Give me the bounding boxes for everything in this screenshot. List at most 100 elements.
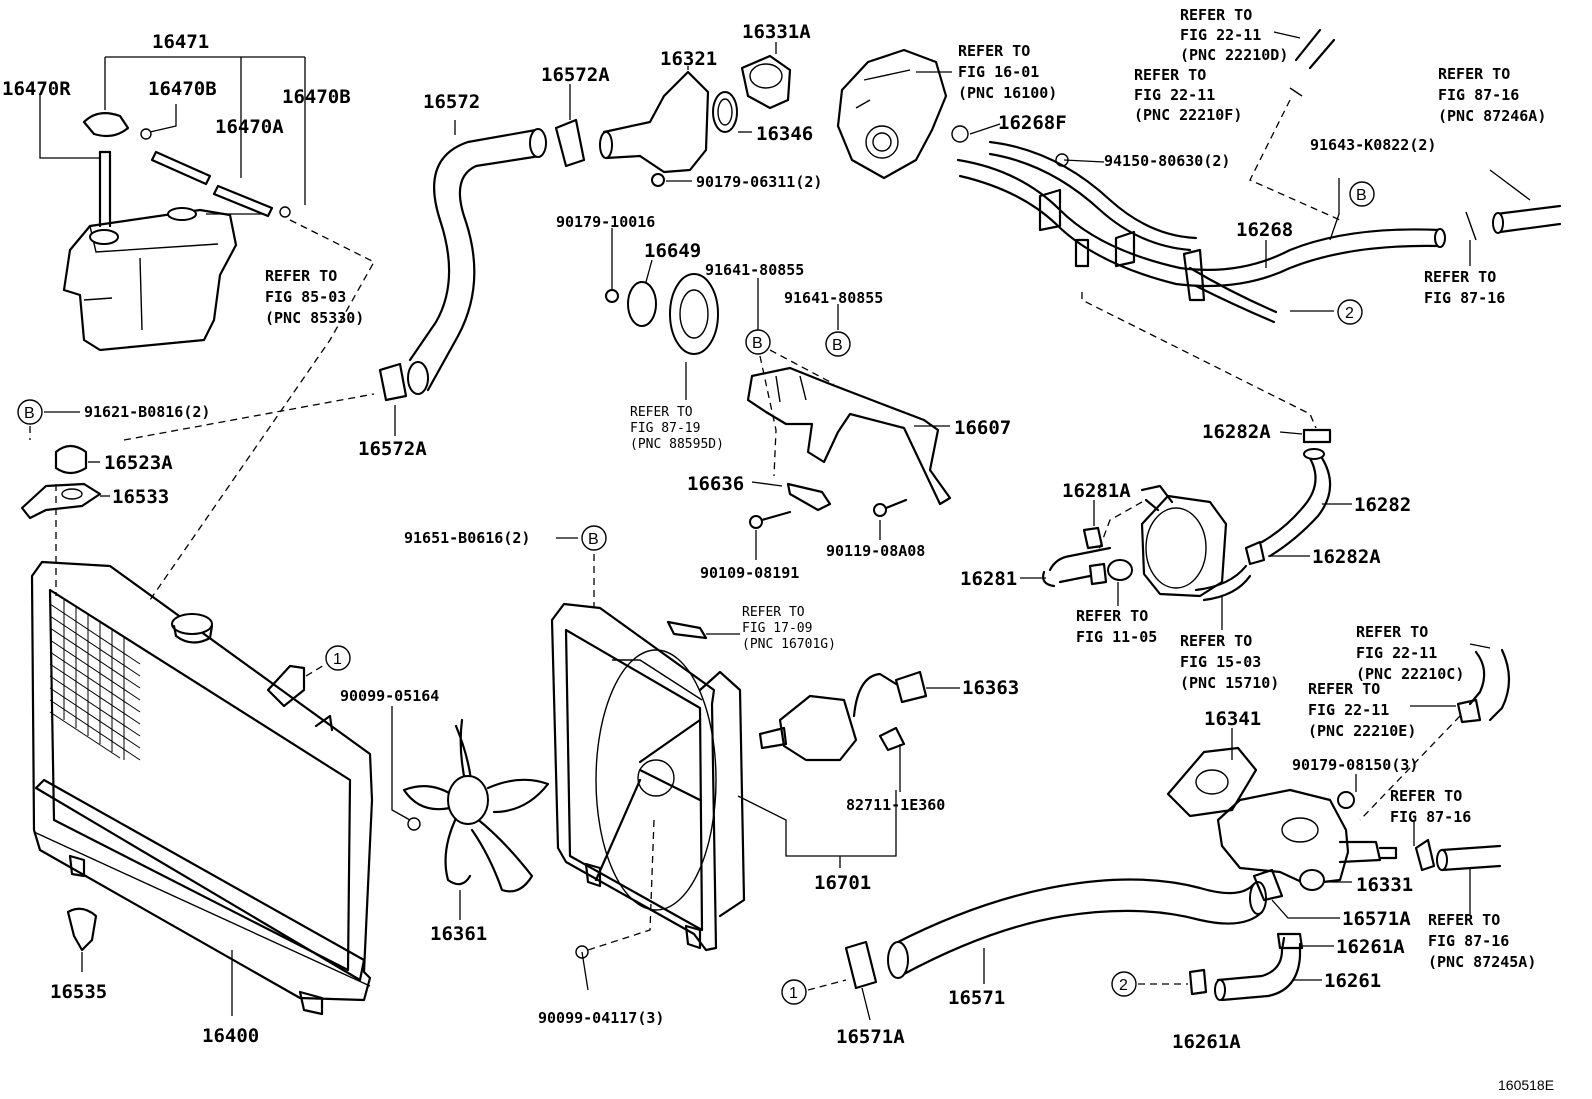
water-outlet — [599, 54, 792, 187]
label-16282A-top: 16282A — [1202, 421, 1271, 443]
ref-22-11-c-line2: FIG 22-11 — [1356, 644, 1437, 662]
bracket-assembly — [605, 273, 952, 529]
circle-b-bracket-left — [745, 329, 771, 355]
leader-16282A-top — [1279, 431, 1303, 435]
ref-fig-85-03-line1: REFER TO — [265, 267, 337, 285]
ref-22-11-f-line1: REFER TO — [1134, 66, 1206, 84]
label-91621-B0816: 91621-B0816(2) — [84, 403, 210, 421]
leader-16636 — [751, 481, 783, 487]
label-16363: 16363 — [962, 677, 1019, 699]
dash-b-left — [29, 426, 57, 596]
label-16636: 16636 — [687, 473, 744, 495]
label-16535: 16535 — [50, 981, 107, 1003]
dash-circle-1-bottom — [807, 979, 847, 991]
fan-motor — [758, 670, 928, 762]
label-16571A-right: 16571A — [1342, 908, 1411, 930]
figure-id: 160518E — [1498, 1077, 1554, 1093]
label-16701: 16701 — [814, 872, 871, 894]
leader-16571A-bottom — [861, 987, 871, 1021]
label-16470B-upper: 16470B — [148, 78, 217, 100]
dash-circle-1-radiator — [305, 663, 327, 677]
ref-87-16-b-line1: REFER TO — [1424, 268, 1496, 286]
ref-15-03-line3: (PNC 15710) — [1180, 674, 1279, 692]
ref-22-11-e-line2: FIG 22-11 — [1308, 701, 1389, 719]
leader-22-11-D — [1273, 31, 1301, 39]
label-16470R: 16470R — [2, 78, 71, 100]
label-16470B-right: 16470B — [282, 86, 351, 108]
label-16331: 16331 — [1356, 874, 1413, 896]
ref-fig-16-01-line2: FIG 16-01 — [958, 63, 1039, 81]
ref-fig-85-03-line2: FIG 85-03 — [265, 288, 346, 306]
label-16321: 16321 — [660, 48, 717, 70]
ref-87-19-line1: REFER TO — [630, 405, 693, 420]
label-91641-80855-b: 91641-80855 — [784, 289, 883, 307]
label-16261: 16261 — [1324, 970, 1381, 992]
label-91641-80855-a: 91641-80855 — [705, 261, 804, 279]
ref-22-11-d-line1: REFER TO — [1180, 6, 1252, 24]
ref-22-11-d-line2: FIG 22-11 — [1180, 26, 1261, 44]
dash-b-left-to-clamp — [123, 393, 375, 441]
label-16572: 16572 — [423, 91, 480, 113]
leader-90099-05164 — [391, 706, 411, 821]
circle-b-bracket-right — [825, 331, 851, 357]
lower-radiator-hose — [844, 868, 1284, 990]
ref-15-03-line1: REFER TO — [1180, 632, 1252, 650]
label-82711-1E360: 82711-1E360 — [846, 796, 945, 814]
label-16400: 16400 — [202, 1025, 259, 1047]
reservoir-leaders — [39, 56, 375, 601]
circle-2-top-text: 2 — [1345, 305, 1354, 322]
circle-1-bottom-text: 1 — [789, 985, 798, 1002]
circle-b-top-right — [1349, 181, 1375, 207]
leader-16701 — [737, 790, 897, 857]
ref-22-11-c-line1: REFER TO — [1356, 623, 1428, 641]
left-fasteners — [20, 444, 102, 520]
circle-2-top — [1337, 299, 1363, 325]
circle-b-bracket-right-text: B — [832, 337, 843, 354]
label-16282: 16282 — [1354, 494, 1411, 516]
leader-91643 — [1329, 178, 1340, 241]
circle-2-bottom-text: 2 — [1119, 977, 1128, 994]
label-91651-B0616: 91651-B0616(2) — [404, 529, 530, 547]
label-16649: 16649 — [644, 240, 701, 262]
dash-22-11-E — [1359, 715, 1461, 821]
bolt-94150 — [1055, 153, 1069, 167]
fan-shroud — [550, 602, 746, 952]
hose-16282 — [1244, 428, 1332, 566]
ref-15-03-line2: FIG 15-03 — [1180, 653, 1261, 671]
leader-94150 — [1063, 159, 1105, 163]
ref-87-19-line3: (PNC 88595D) — [630, 437, 724, 452]
bypass-pipe — [956, 140, 1446, 324]
dash-16281 — [1097, 501, 1143, 553]
ref-fig-85-03-line3: (PNC 85330) — [265, 309, 364, 327]
label-16282A-bottom: 16282A — [1312, 546, 1381, 568]
ref-fig-16-01-line1: REFER TO — [958, 42, 1030, 60]
ref-87-16-245-line1: REFER TO — [1428, 911, 1500, 929]
label-90179-08150: 90179-08150(3) — [1292, 756, 1418, 774]
ref-22-11-e-line3: (PNC 22210E) — [1308, 722, 1416, 740]
hose-16281 — [1042, 526, 1133, 588]
label-16523A: 16523A — [104, 452, 173, 474]
ref-17-09-line3: (PNC 16701G) — [742, 637, 836, 652]
circle-2-bottom — [1111, 971, 1137, 997]
ref-22-11-d-line3: (PNC 22210D) — [1180, 46, 1288, 64]
radiator — [30, 560, 374, 1016]
ref-87-16-245-line2: FIG 87-16 — [1428, 932, 1509, 950]
label-90109-08191: 90109-08191 — [700, 564, 799, 582]
circle-b-fan-text: B — [588, 531, 599, 548]
label-16331A: 16331A — [742, 21, 811, 43]
label-16571: 16571 — [948, 987, 1005, 1009]
circle-b-left-text: B — [24, 405, 35, 422]
ref-11-05-line1: REFER TO — [1076, 607, 1148, 625]
ref-22-11-f-line2: FIG 22-11 — [1134, 86, 1215, 104]
top-right-hoses — [1289, 28, 1562, 241]
ref-22-11-e-line1: REFER TO — [1308, 680, 1380, 698]
label-16470A: 16470A — [215, 116, 284, 138]
circle-b-bracket-left-text: B — [752, 335, 763, 352]
label-91643-K0822: 91643-K0822(2) — [1310, 136, 1436, 154]
dash-22-11-F — [1249, 99, 1341, 221]
label-16261A-right: 16261A — [1336, 936, 1405, 958]
label-16471: 16471 — [152, 31, 209, 53]
label-16268: 16268 — [1236, 219, 1293, 241]
label-16268F: 16268F — [998, 112, 1067, 134]
